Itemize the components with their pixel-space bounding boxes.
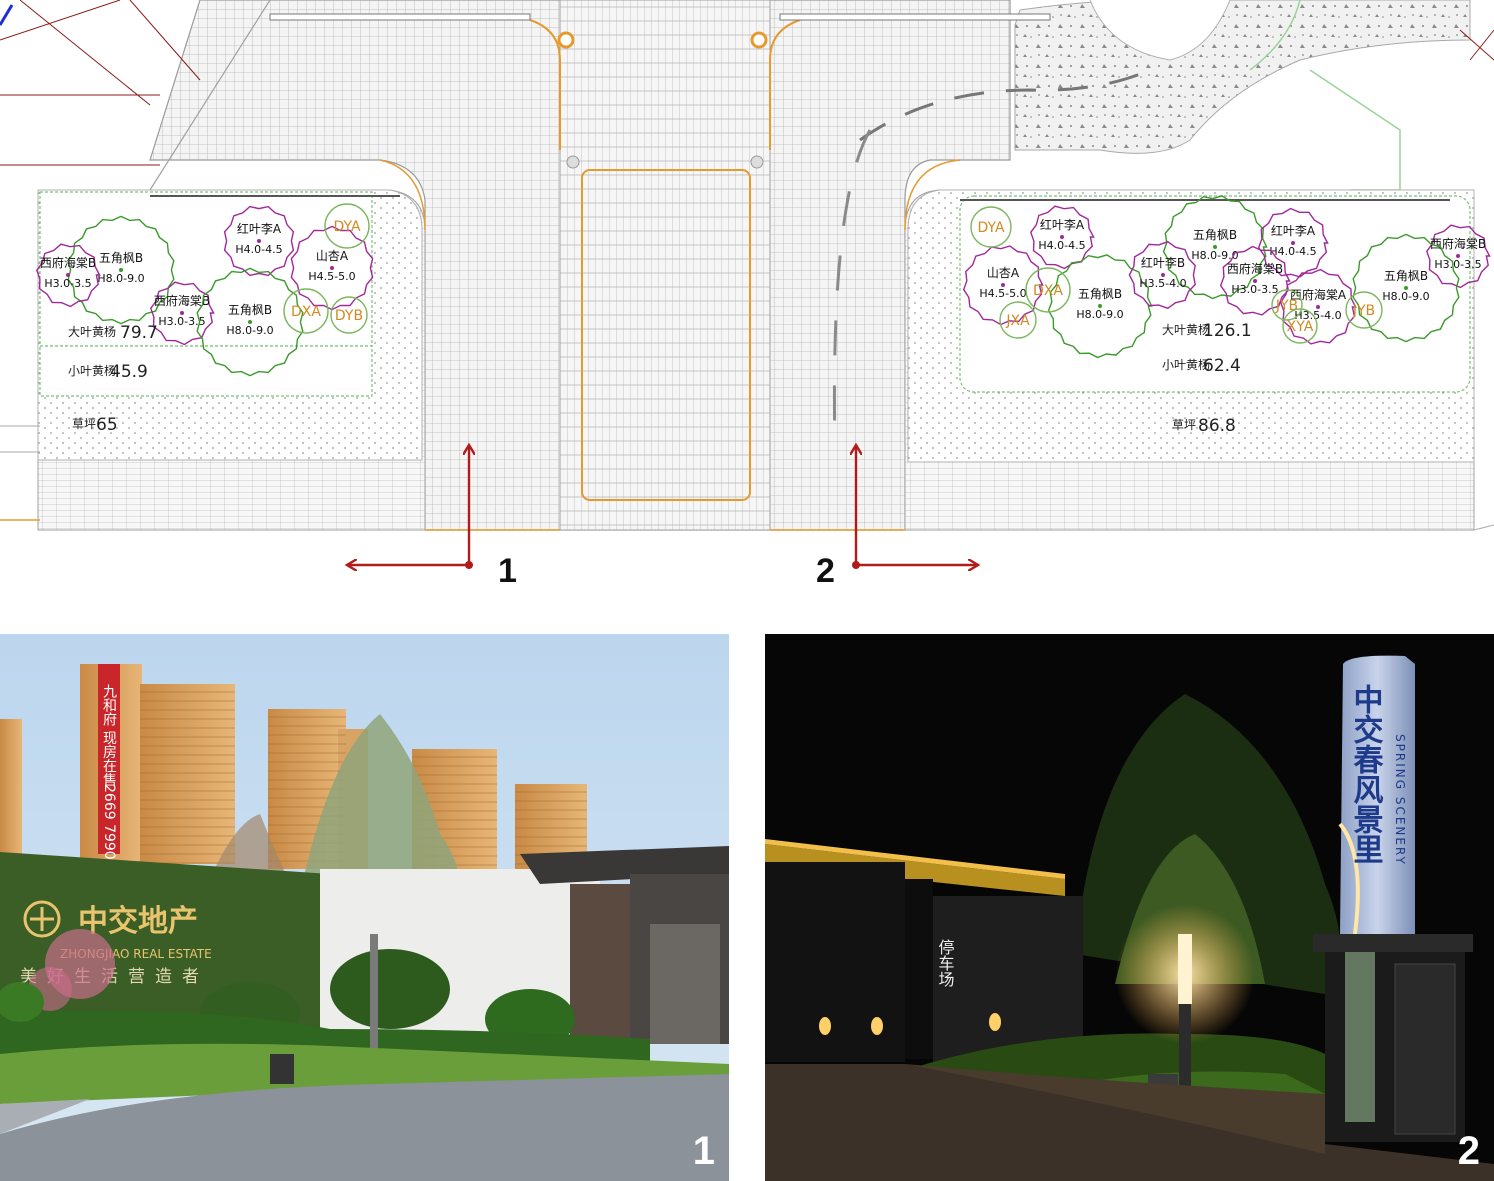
shrub-code-label: DYA [977,220,1004,236]
wall-light [871,1017,883,1035]
area-value: 45.9 [110,362,148,382]
site-photo-1: 九和府 现房在售 2669 7990 中交地产 ZHONGJIAO REAL E… [0,634,729,1181]
tree-spec-label: H8.0-9.0 [1076,308,1123,321]
tree-symbol: 西府海棠B H3.0-3.5 [150,281,215,346]
tree-spec-label: H3.5-4.0 [1294,309,1341,322]
tree-spec-label: H3.5-4.0 [1139,277,1186,290]
tree-symbol: 山杏A H4.5-5.0 [290,225,374,311]
shrub-symbol: JYB [1345,291,1383,329]
wall-light [819,1017,831,1035]
tree-symbol: 西府海棠B H3.0-3.5 [1426,224,1491,289]
tree-spec-label: H8.0-9.0 [1191,249,1238,262]
shrub-code-label: DXA [291,304,321,320]
tree-species-label: 西府海棠A [1290,287,1347,302]
pylon-chinese-name: 中交春风景里 [1348,684,1384,864]
tree-symbol: 西府海棠A H3.5-4.0 [1279,268,1357,345]
area-label: 草坪 [1172,418,1196,432]
area-label: 大叶黄杨 [1162,322,1210,337]
tree-species-label: 西府海棠B [154,293,210,308]
sales-banner [98,664,120,854]
shrub-code-label: XYA [1287,319,1314,335]
banner-phone: 2669 7990 [101,784,117,860]
tree-spec-label: H8.0-9.0 [1382,290,1429,303]
tree-species-label: 五角枫B [228,302,272,317]
pylon-english-name: SPRING SCENERY [1393,734,1407,866]
tree-species-label: 西府海棠B [40,255,96,270]
callout-label-1: 1 [498,552,517,590]
area-label: 大叶黄杨 [68,324,116,339]
area-label: 草坪 [72,417,96,431]
tree-symbol: 红叶李A H4.0-4.5 [223,205,295,277]
tree-spec-label: H8.0-9.0 [226,324,273,337]
area-value: 62.4 [1203,356,1241,376]
site-photo-2: 停车场 中交春风景里 SPRING SCENERY 2 [765,634,1494,1181]
shrub-code-label: DXA [1033,283,1063,299]
tree-species-label: 山杏A [987,266,1020,280]
shrub-code-label: JYB [1275,298,1298,314]
callout-label-2: 2 [816,552,835,590]
tree-species-label: 五角枫B [1078,286,1122,301]
area-value: 86.8 [1198,416,1236,436]
planting-plan-drawing: 五角枫B H8.0-9.0 红叶李A H4.0-4.5 西府海棠B H3.0-3.5 山杏A… [0,0,1494,590]
shrub-code-label: DYA [333,219,360,235]
shrub-code-label: DYB [335,308,363,324]
tree-spec-label: H3.0-3.5 [158,315,205,328]
shrub-symbol: DYA [970,206,1012,248]
tree-species-label: 山杏A [316,249,349,263]
brand-logo-icon [23,900,61,938]
photo-number-1: 1 [692,1129,715,1173]
tree-species-label: 五角枫B [1384,268,1428,283]
tree-species-label: 红叶李A [237,221,282,236]
area-value: 65 [96,415,118,435]
tree-symbol: 西府海棠B H3.0-3.5 [1219,245,1291,316]
tree-symbol: 五角枫B H8.0-9.0 [67,215,175,325]
tree-symbol: 红叶李B H3.5-4.0 [1128,240,1196,310]
area-value: 79.7 [120,323,158,343]
area-label: 小叶黄杨 [68,363,116,378]
tree-species-label: 五角枫B [1193,227,1237,242]
tree-spec-label: H4.5-5.0 [308,270,355,283]
lamp-post [370,934,378,1089]
shrub-symbol: JYB [1271,289,1303,321]
shrub-symbol: DYB [330,296,368,334]
tree-symbol: 红叶李A H4.0-4.5 [1257,207,1329,278]
tree-species-label: 红叶李A [1040,217,1085,232]
shrub-symbol: DXA [283,288,329,334]
section-callout-1 [347,445,473,569]
tree-species-label: 红叶李B [1141,255,1185,270]
shrub-symbol: DYA [324,203,370,249]
tree-symbol: 西府海棠B H3.0-3.5 [36,243,101,308]
tree-species-label: 西府海棠B [1227,261,1283,276]
tree-spec-label: H4.0-4.5 [235,243,282,256]
photo-number-2: 2 [1457,1129,1480,1173]
shrub-symbol: XYA [1282,308,1318,344]
tree-symbol: 五角枫B H8.0-9.0 [1352,233,1460,343]
project-name-pylon [1338,655,1415,935]
tree-symbol: 五角枫B H8.0-9.0 [1047,254,1153,359]
tree-species-label: 红叶李A [1271,223,1316,238]
shrub-code-label: JYB [1352,303,1375,319]
tree-symbol: 五角枫B H8.0-9.0 [196,267,304,377]
tree-spec-label: H8.0-9.0 [97,272,144,285]
shrub-symbol: JXA [999,301,1037,339]
tree-species-label: 西府海棠B [1430,236,1486,251]
brand-sign-text: 中交地产 [78,904,198,939]
tree-species-label: 五角枫B [99,250,143,265]
tree-spec-label: H3.0-3.5 [1231,283,1278,296]
tree-spec-label: H3.0-3.5 [1434,258,1481,271]
banner-text: 九和府 现房在售 [101,684,117,787]
wall-light [989,1013,1001,1031]
section-callout-2 [852,445,978,569]
tree-spec-label: H3.0-3.5 [44,277,91,290]
parking-sign-text: 停车场 [936,939,955,988]
area-value: 126.1 [1203,321,1252,341]
tree-spec-label: H4.5-5.0 [979,287,1026,300]
tree-spec-label: H4.0-4.5 [1269,245,1316,258]
tree-symbol: 山杏A H4.5-5.0 [962,245,1044,326]
shrub-symbol: DXA [1025,267,1071,313]
tree-spec-label: H4.0-4.5 [1038,239,1085,252]
shrub-code-label: JXA [1005,313,1030,329]
area-label: 小叶黄杨 [1162,357,1210,372]
